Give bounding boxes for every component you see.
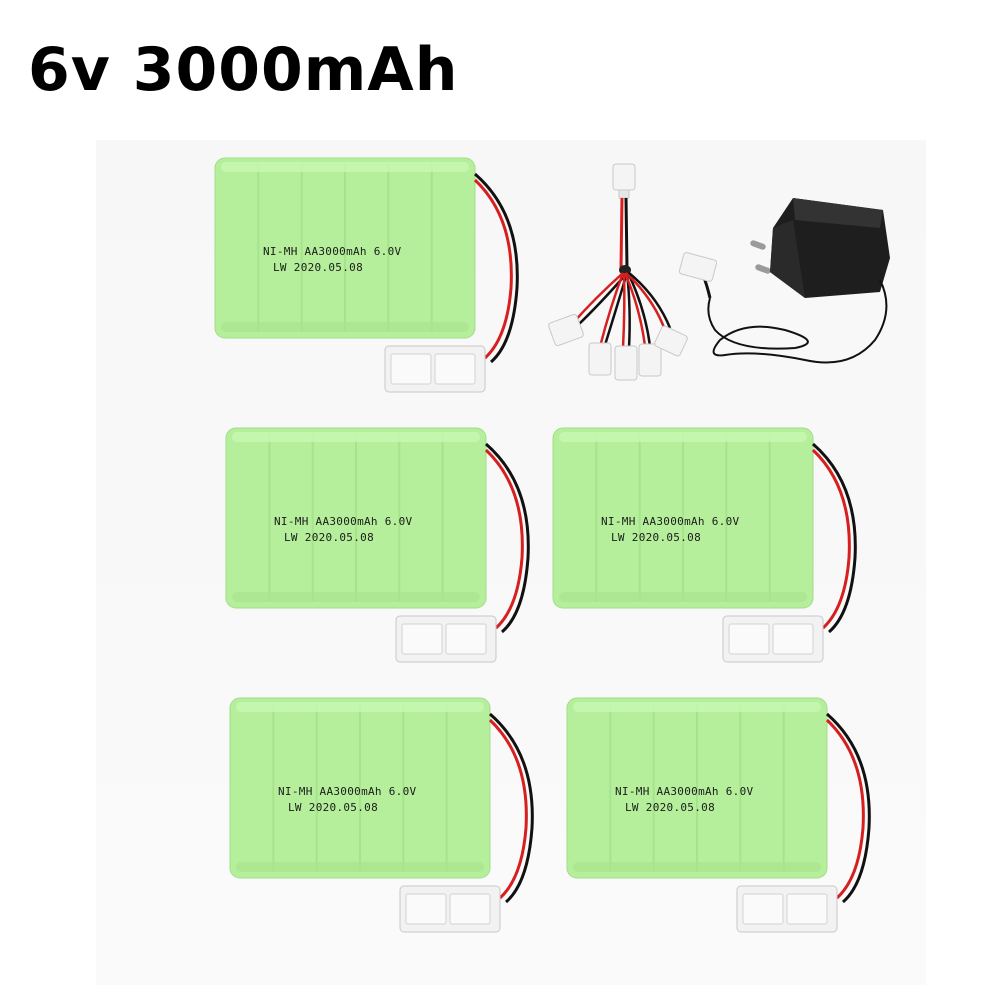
red-wire [473, 178, 513, 360]
battery-pack-3: NI-MH AA3000mAh 6.0V LW 2020.05.08 [552, 427, 873, 688]
red-wire [811, 448, 851, 630]
battery-label-line1: NI-MH AA3000mAh 6.0V [263, 245, 402, 258]
battery-pack-2: NI-MH AA3000mAh 6.0V LW 2020.05.08 [225, 427, 546, 688]
battery-label-line2: LW 2020.05.08 [284, 531, 374, 544]
black-wire [826, 712, 871, 904]
headline: 6v 3000mAh [28, 35, 459, 105]
red-wire [484, 448, 524, 630]
black-wire [489, 712, 534, 904]
black-wire [485, 442, 530, 634]
battery-label-line2: LW 2020.05.08 [288, 801, 378, 814]
battery-label-line2: LW 2020.05.08 [273, 261, 363, 274]
red-wire [825, 718, 865, 900]
black-wire [474, 172, 519, 364]
red-wire [488, 718, 528, 900]
battery-pack-4: NI-MH AA3000mAh 6.0V LW 2020.05.08 [229, 697, 550, 958]
splitter-cable [545, 158, 705, 403]
battery-label-line2: LW 2020.05.08 [625, 801, 715, 814]
battery-label-line1: NI-MH AA3000mAh 6.0V [278, 785, 417, 798]
battery-label-line1: NI-MH AA3000mAh 6.0V [274, 515, 413, 528]
battery-label-line2: LW 2020.05.08 [611, 531, 701, 544]
black-wire [812, 442, 857, 634]
battery-pack-1: NI-MH AA3000mAh 6.0V LW 2020.05.08 [214, 157, 535, 418]
battery-label-line1: NI-MH AA3000mAh 6.0V [601, 515, 740, 528]
battery-label-line1: NI-MH AA3000mAh 6.0V [615, 785, 754, 798]
wall-charger [675, 180, 905, 385]
battery-pack-5: NI-MH AA3000mAh 6.0V LW 2020.05.08 [566, 697, 887, 958]
